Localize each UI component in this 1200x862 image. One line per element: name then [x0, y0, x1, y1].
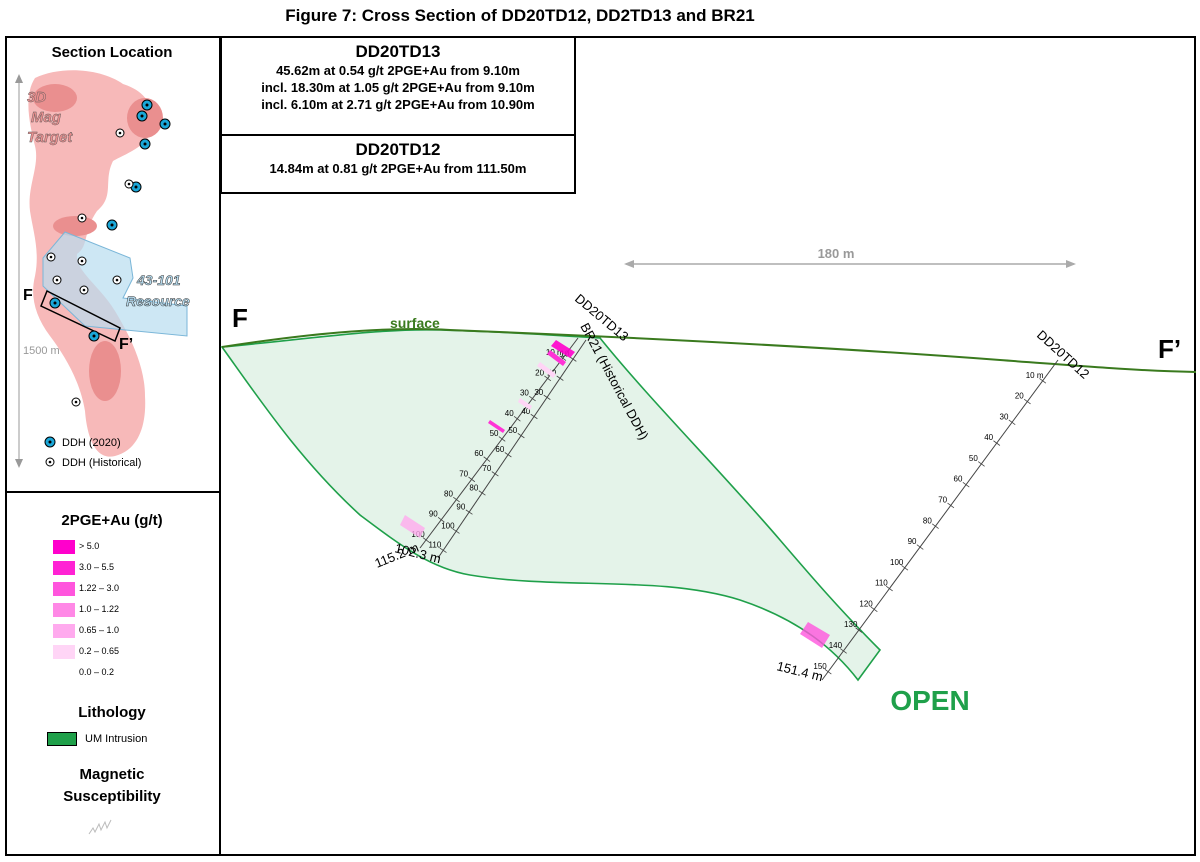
- depth-tick-label: 110: [875, 579, 888, 588]
- grade-label: 0.65 – 1.0: [79, 625, 120, 635]
- grade-swatch: [53, 645, 75, 659]
- mag-high-1: [33, 84, 77, 112]
- grade-swatch: [53, 624, 75, 638]
- lithology-label: UM Intrusion: [85, 733, 148, 745]
- depth-tick-label: 40: [505, 409, 514, 418]
- dd20td13-box-title: DD20TD13: [355, 42, 441, 61]
- lithology-swatch: [47, 732, 77, 746]
- depth-tick-label: 140: [829, 641, 843, 650]
- grade-swatch: [53, 666, 75, 680]
- map-f-prime-label: F’: [119, 336, 133, 353]
- depth-tick-label: 10 m: [1026, 371, 1044, 380]
- section-scale-label: 180 m: [818, 246, 855, 261]
- hole-dd20td12-trace: 10 m 20 30 40 50 60 70 80 90 100 110 120 130 140 150: [813, 359, 1059, 681]
- depth-tick-label: 60: [495, 445, 504, 454]
- depth-tick-label: 90: [908, 537, 917, 546]
- grade-swatch: [53, 582, 75, 596]
- dd20td13-line-2: incl. 18.30m at 1.05 g/t 2PGE+Au from 9.…: [261, 80, 535, 95]
- depth-tick-label: 60: [954, 475, 963, 484]
- grade-label: 1.22 – 3.0: [79, 583, 120, 593]
- depth-tick-label: 70: [459, 469, 468, 478]
- depth-tick-label: 10 m: [546, 348, 564, 357]
- map-f-label: F: [23, 287, 33, 304]
- depth-tick-label: 80: [444, 490, 453, 499]
- section-f-label: F: [232, 303, 248, 333]
- mag-sus-title-2: Susceptibility: [63, 788, 161, 805]
- resource-label-1: 43-101: [136, 272, 181, 288]
- surface-line: [221, 328, 1197, 373]
- depth-tick-label: 150: [813, 662, 827, 671]
- depth-tick-label: 100: [441, 522, 455, 531]
- depth-tick-label: 20: [535, 368, 544, 377]
- dd20td12-line-1: 14.84m at 0.81 g/t 2PGE+Au from 111.50m: [269, 161, 527, 176]
- mag-high-4: [89, 341, 121, 401]
- figure-title: Figure 7: Cross Section of DD20TD12, DD2…: [285, 6, 755, 25]
- depth-tick-label: 120: [859, 599, 873, 608]
- depth-tick-label: 130: [844, 620, 858, 629]
- section-location-box: [40, 289, 121, 343]
- depth-tick-label: 30: [534, 388, 543, 397]
- depth-tick-label: 40: [984, 433, 993, 442]
- grade-label: > 5.0: [79, 541, 100, 551]
- location-map: 3D Mag Target 43-101 Resource F F’ 1500 …: [15, 70, 190, 469]
- section-location-panel: Section Location: [5, 36, 219, 493]
- depth-tick-label: 90: [456, 502, 465, 511]
- depth-tick-label: 50: [508, 426, 517, 435]
- grade-label: 0.2 – 0.65: [79, 646, 120, 656]
- map-scale-label: 1500 m: [23, 345, 60, 357]
- depth-tick-label: 50: [490, 429, 499, 438]
- mag-target-label-2: Mag: [31, 109, 61, 126]
- grade-intervals: [400, 340, 830, 648]
- grade-label: 1.0 – 1.22: [79, 604, 120, 614]
- depth-tick-label: 30: [1000, 412, 1009, 421]
- dd20td13-line-1: 45.62m at 0.54 g/t 2PGE+Au from 9.10m: [276, 63, 520, 78]
- depth-tick-label: 110: [429, 541, 442, 550]
- depth-tick-label: 80: [923, 516, 932, 525]
- section-location-title: Section Location: [51, 44, 173, 61]
- resource-label-2: Resource: [126, 293, 190, 309]
- depth-tick-label: 70: [482, 464, 491, 473]
- dd20td13-line-3: incl. 6.10m at 2.71 g/t 2PGE+Au from 10.…: [261, 97, 535, 112]
- lithology-title: Lithology: [78, 704, 146, 721]
- depth-tick-label: 50: [969, 454, 978, 463]
- depth-tick-label: 70: [938, 496, 947, 505]
- legend-ddh-2020: DDH (2020): [62, 437, 121, 449]
- ddh-2020-markers: [49, 99, 171, 342]
- mag-target-label-3: Target: [27, 129, 73, 146]
- dd20td12-box-title: DD20TD12: [355, 140, 441, 159]
- depth-tick-label: 20: [1015, 392, 1024, 401]
- um-intrusion-body: [220, 328, 882, 682]
- grade-legend-title: 2PGE+Au (g/t): [61, 512, 163, 529]
- surface-label: surface: [390, 315, 440, 331]
- open-label: OPEN: [890, 685, 969, 716]
- depth-tick-label: 90: [429, 510, 438, 519]
- dd20td12-intercept-box: DD20TD12 14.84m at 0.81 g/t 2PGE+Au from…: [220, 134, 576, 194]
- grade-label: 0.0 – 0.2: [79, 667, 115, 677]
- mag-anomaly: [28, 70, 154, 457]
- depth-tick-label: 30: [520, 389, 529, 398]
- mag-sus-sample: [88, 819, 112, 835]
- depth-tick-label: 100: [890, 558, 904, 567]
- left-panel: Section Location: [5, 36, 221, 856]
- figure-frame: [5, 36, 1196, 856]
- depth-tick-label: 80: [469, 483, 478, 492]
- section-f-prime-label: F’: [1158, 334, 1181, 364]
- legend-ddh-historical: DDH (Historical): [62, 457, 141, 469]
- mag-high-3: [53, 216, 97, 236]
- mag-sus-title-1: Magnetic: [79, 766, 145, 783]
- depth-tick-label: 40: [521, 407, 530, 416]
- grade-swatch: [53, 561, 75, 575]
- grade-swatch: [53, 603, 75, 617]
- depth-tick-label: 60: [474, 449, 483, 458]
- grade-label: 3.0 – 5.5: [79, 562, 115, 572]
- grade-swatch: [53, 540, 75, 554]
- mag-target-label-1: 3D: [27, 89, 46, 106]
